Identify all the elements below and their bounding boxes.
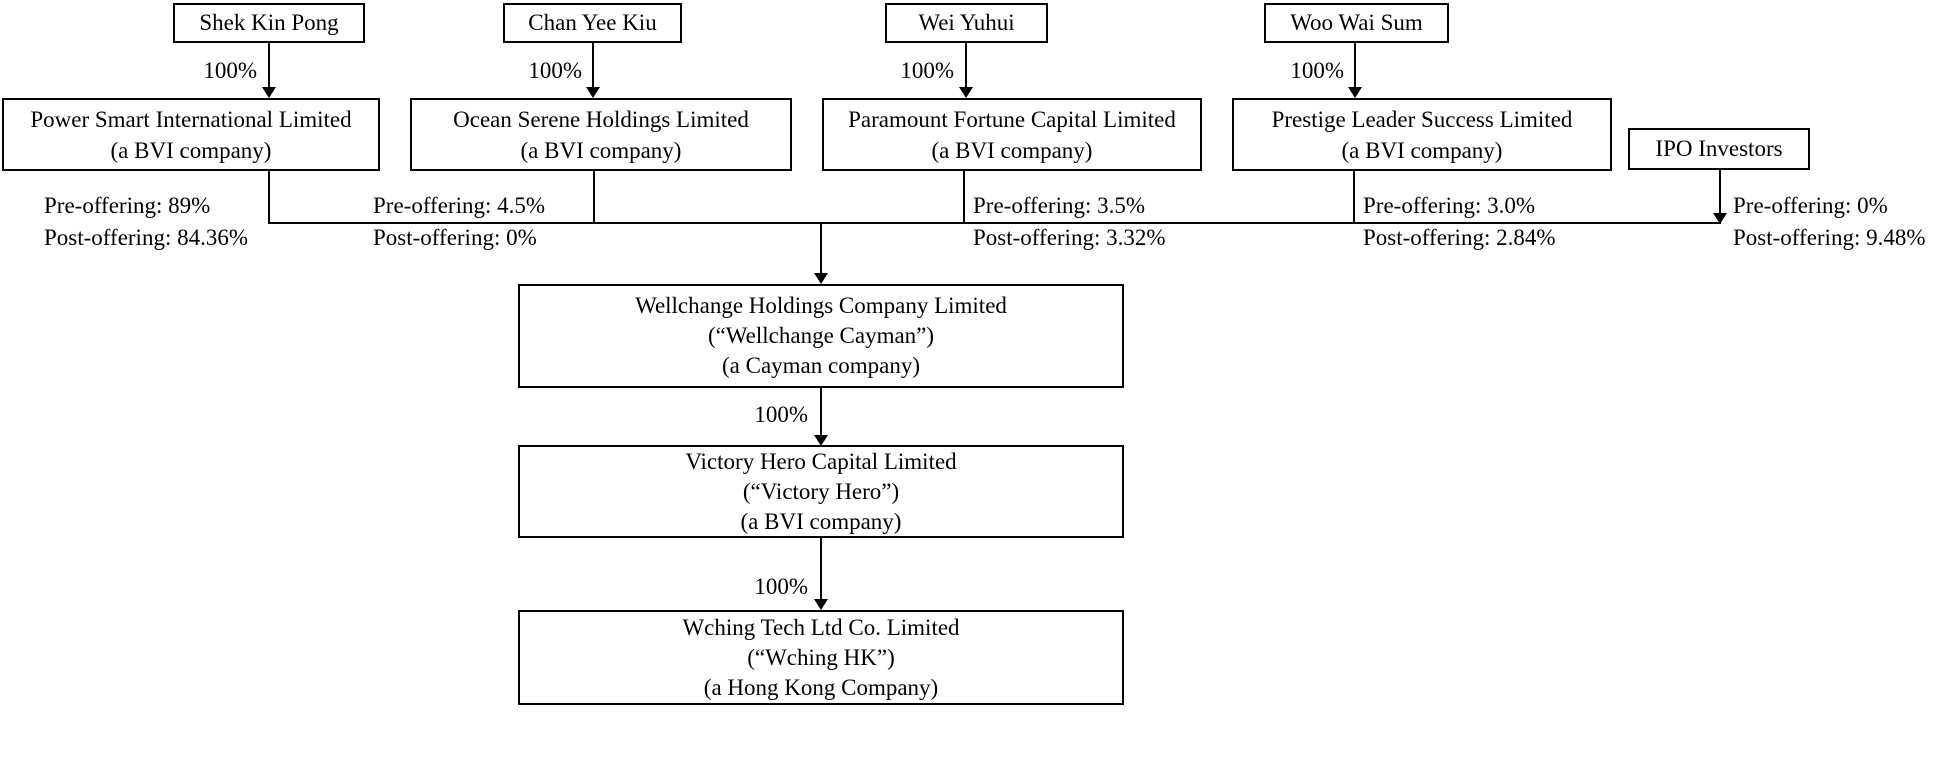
- stake-label-victory: 100%: [754, 402, 808, 427]
- company-power-smart: Power Smart International Limited (a BVI…: [2, 98, 380, 171]
- company-name: Wellchange Holdings Company Limited: [635, 293, 1007, 318]
- node-wei-yuhui: Wei Yuhui: [885, 3, 1048, 43]
- arrow-down-icon: [262, 87, 276, 98]
- stake-label-wei: 100%: [900, 58, 954, 83]
- connector-shek-to-powersmart: [268, 43, 270, 89]
- company-wellchange-cayman: Wellchange Holdings Company Limited (“We…: [518, 284, 1124, 388]
- node-shek-kin-pong: Shek Kin Pong: [173, 3, 365, 43]
- shareholder-name: Wei Yuhui: [918, 10, 1015, 35]
- node-woo-wai-sum: Woo Wai Sum: [1264, 3, 1449, 43]
- company-jurisdiction: (a BVI company): [520, 137, 682, 163]
- company-alias: (“Victory Hero”): [742, 478, 900, 504]
- pre-offering-label: Pre-offering: 4.5%: [373, 193, 546, 218]
- post-offering-label: Post-offering: 9.48%: [1733, 225, 1926, 250]
- connector-victory-to-wching: [820, 538, 822, 601]
- company-ocean-serene: Ocean Serene Holdings Limited (a BVI com…: [410, 98, 792, 171]
- connector-wei-to-paramount: [965, 43, 967, 89]
- pre-offering-label: Pre-offering: 3.0%: [1363, 193, 1536, 218]
- company-jurisdiction: (a BVI company): [740, 508, 902, 534]
- connector-bus-to-wellchange: [820, 223, 822, 275]
- post-offering-label: Post-offering: 0%: [373, 225, 537, 250]
- connector-chan-to-oceanserene: [592, 43, 594, 89]
- arrow-down-icon: [959, 87, 973, 98]
- node-chan-yee-kiu: Chan Yee Kiu: [503, 3, 682, 43]
- arrow-down-icon: [1713, 213, 1727, 224]
- company-paramount-fortune: Paramount Fortune Capital Limited (a BVI…: [822, 98, 1202, 171]
- company-prestige-leader: Prestige Leader Success Limited (a BVI c…: [1232, 98, 1612, 171]
- company-jurisdiction: (a BVI company): [1341, 137, 1503, 163]
- drop-line-ocean-serene: [593, 171, 595, 223]
- company-wching-hk: Wching Tech Ltd Co. Limited (“Wching HK”…: [518, 610, 1124, 705]
- company-name: Power Smart International Limited: [30, 106, 352, 132]
- stake-label-chan: 100%: [528, 58, 582, 83]
- company-victory-hero: Victory Hero Capital Limited (“Victory H…: [518, 445, 1124, 538]
- stake-label-wching: 100%: [754, 574, 808, 599]
- pre-offering-label: Pre-offering: 0%: [1733, 193, 1888, 218]
- ownership-labels-prestige: Pre-offering: 3.0% Post-offering: 2.84%: [1363, 190, 1556, 254]
- company-name: Paramount Fortune Capital Limited: [848, 106, 1176, 132]
- drop-line-ipo-investors: [1719, 170, 1721, 215]
- connector-wellchange-to-victory: [820, 388, 822, 437]
- company-name: Ocean Serene Holdings Limited: [453, 106, 749, 132]
- pre-offering-label: Pre-offering: 3.5%: [973, 193, 1146, 218]
- post-offering-label: Post-offering: 84.36%: [44, 225, 249, 250]
- post-offering-label: Post-offering: 3.32%: [973, 225, 1166, 250]
- connector-woo-to-prestige: [1354, 43, 1356, 89]
- company-jurisdiction: (a BVI company): [931, 137, 1093, 163]
- company-name: Wching Tech Ltd Co. Limited: [682, 614, 960, 640]
- company-jurisdiction: (a Hong Kong Company): [703, 674, 939, 700]
- drop-line-paramount: [963, 171, 965, 223]
- node-ipo-investors: IPO Investors: [1628, 128, 1810, 170]
- company-name: IPO Investors: [1655, 136, 1783, 161]
- pre-offering-label: Pre-offering: 89%: [44, 193, 211, 218]
- post-offering-label: Post-offering: 2.84%: [1363, 225, 1556, 250]
- stake-label-shek: 100%: [203, 58, 257, 83]
- shareholder-name: Chan Yee Kiu: [528, 10, 657, 35]
- company-name: Prestige Leader Success Limited: [1271, 106, 1573, 132]
- horizontal-bus-line: [268, 222, 1721, 224]
- arrow-down-icon: [814, 273, 828, 284]
- arrow-down-icon: [814, 599, 828, 610]
- arrow-down-icon: [586, 87, 600, 98]
- company-alias: (“Wellchange Cayman”): [707, 323, 935, 348]
- ownership-labels-ocean-serene: Pre-offering: 4.5% Post-offering: 0%: [373, 190, 545, 254]
- arrow-down-icon: [1348, 87, 1362, 98]
- arrow-down-icon: [814, 435, 828, 446]
- stake-label-woo: 100%: [1290, 58, 1344, 83]
- ownership-labels-ipo: Pre-offering: 0% Post-offering: 9.48%: [1733, 190, 1926, 254]
- ownership-labels-power-smart: Pre-offering: 89% Post-offering: 84.36%: [44, 190, 248, 254]
- drop-line-power-smart: [268, 171, 270, 223]
- shareholder-name: Shek Kin Pong: [199, 10, 339, 35]
- company-name: Victory Hero Capital Limited: [685, 448, 957, 474]
- company-jurisdiction: (a Cayman company): [722, 353, 920, 378]
- shareholder-name: Woo Wai Sum: [1290, 10, 1423, 35]
- ownership-labels-paramount: Pre-offering: 3.5% Post-offering: 3.32%: [973, 190, 1166, 254]
- company-alias: (“Wching HK”): [747, 644, 895, 670]
- company-jurisdiction: (a BVI company): [110, 137, 272, 163]
- drop-line-prestige: [1353, 171, 1355, 223]
